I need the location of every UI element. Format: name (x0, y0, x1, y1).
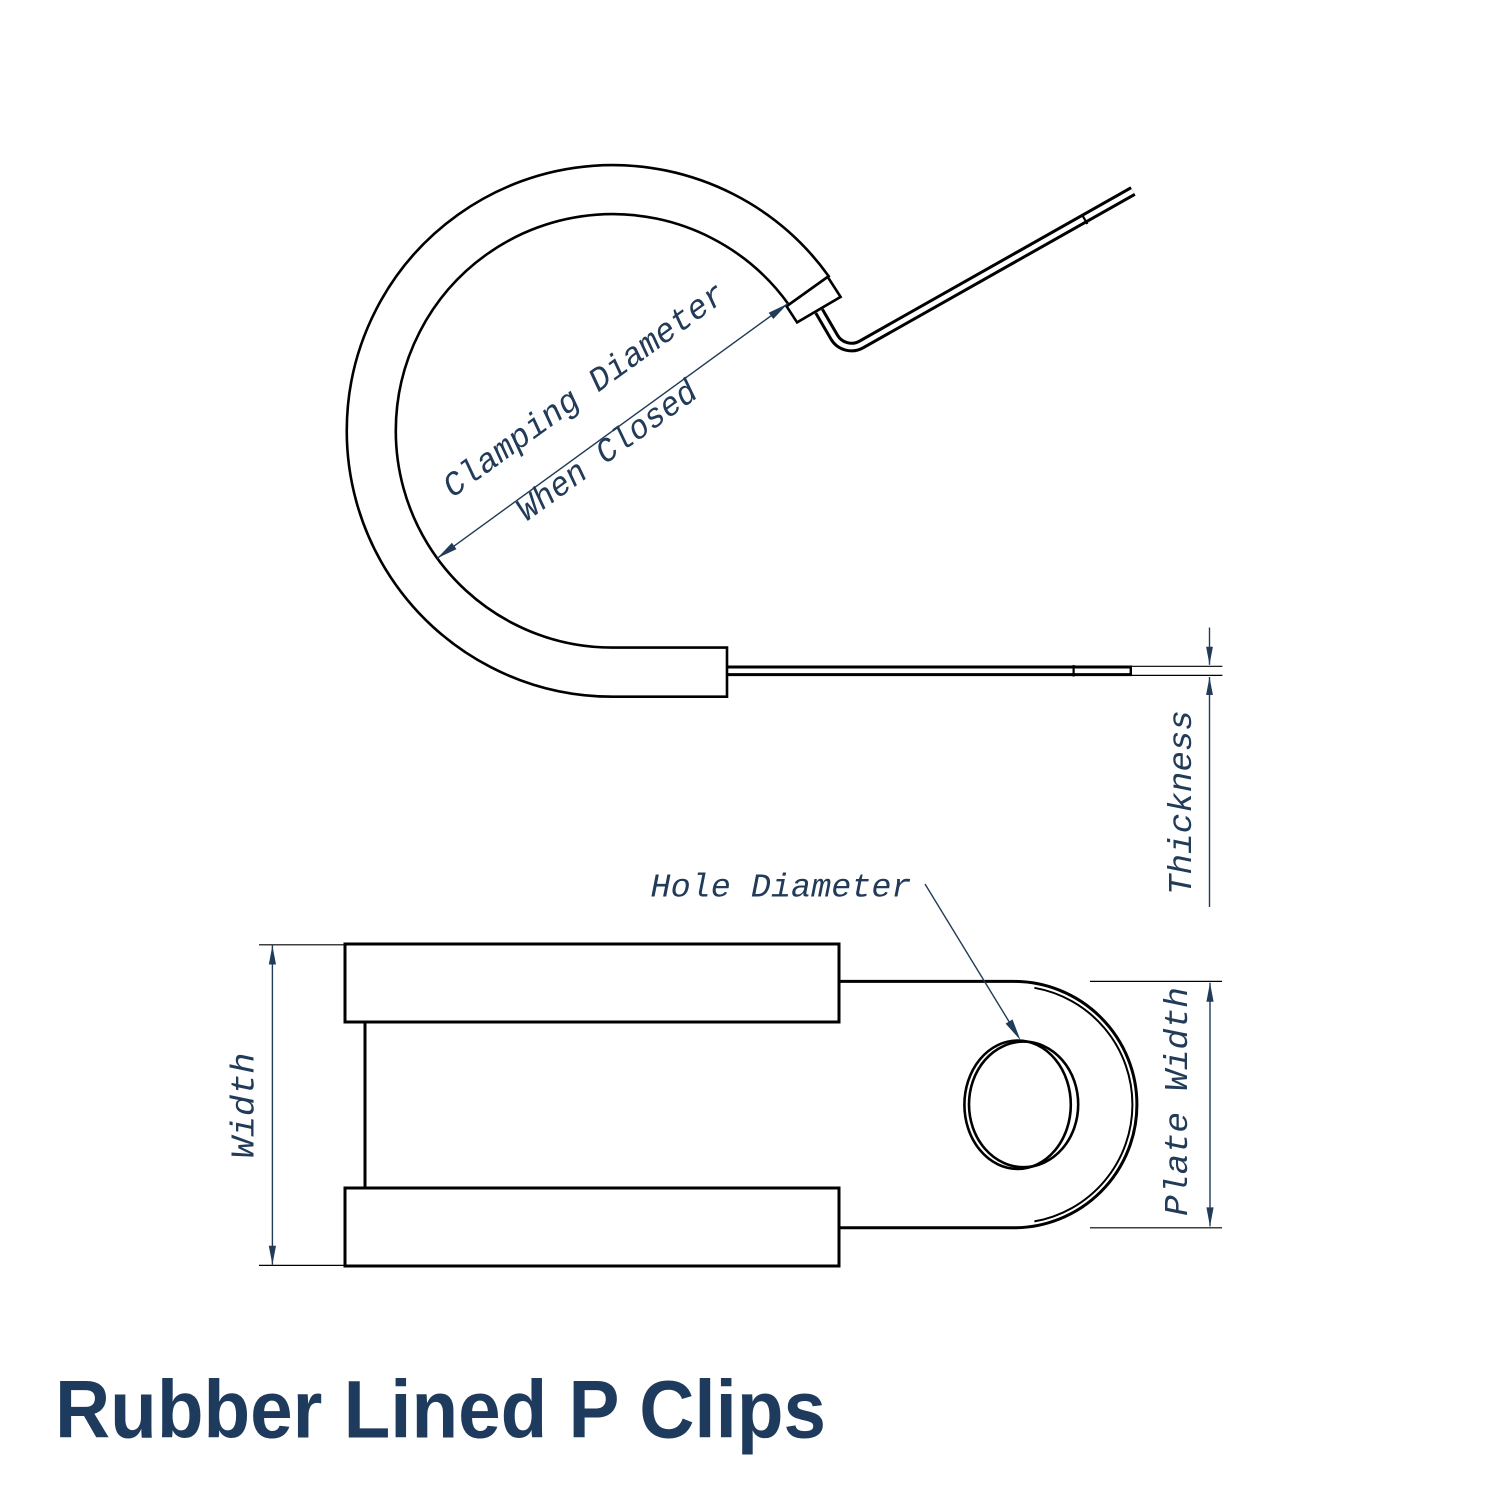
svg-text:Width: Width (227, 1053, 265, 1159)
svg-text:Thickness: Thickness (1164, 710, 1202, 895)
svg-text:Hole Diameter: Hole Diameter (651, 870, 912, 908)
svg-text:Rubber Lined P Clips: Rubber Lined P Clips (55, 1365, 826, 1456)
svg-text:Plate Width: Plate Width (1160, 987, 1198, 1216)
